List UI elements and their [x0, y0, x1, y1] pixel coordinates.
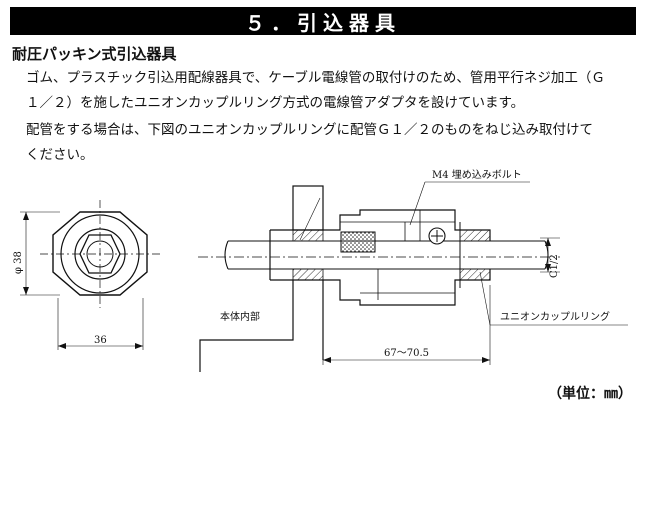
side-section-view: M4 埋め込みボルト 本体内部 ユニオンカップルリング C1/2 67～70.5 — [198, 169, 628, 372]
paragraph-1-line-1: ゴム、プラスチック引込用配線器具で、ケーブル電線管の取付けのため、管用平行ネジ加… — [26, 70, 605, 86]
paragraph-1-line-2: １／２）を施したユニオンカップルリング方式の電線管アダプタを設けています。 — [26, 95, 525, 111]
thread-size-label: C1/2 — [549, 254, 560, 278]
length-label: 67～70.5 — [384, 348, 429, 359]
subsection-heading: 耐圧パッキン式引込器具 — [12, 45, 177, 63]
paragraph-2-line-1: 配管をする場合は、下図のユニオンカップルリングに配管Ｇ１／２のものをねじ込み取付… — [26, 122, 593, 138]
end-view: φ 38 36 — [13, 200, 160, 350]
bolt-label: M4 埋め込みボルト — [432, 169, 522, 181]
union-ring-label: ユニオンカップルリング — [500, 310, 610, 323]
section-title: ５．引込器具 — [245, 10, 401, 35]
section-title-bar: ５．引込器具 — [10, 7, 636, 35]
description-paragraph-1: ゴム、プラスチック引込用配線器具で、ケーブル電線管の取付けのため、管用平行ネジ加… — [12, 66, 638, 116]
diameter-label: φ 38 — [13, 251, 24, 274]
paragraph-2-line-2: ください。 — [26, 147, 94, 163]
body-inner-label: 本体内部 — [220, 310, 260, 323]
rubber-packing — [340, 231, 376, 253]
width-label: 36 — [94, 335, 107, 346]
outer-octagon — [52, 211, 148, 296]
unit-note: （単位：㎜） — [548, 386, 632, 402]
description-paragraph-2: 配管をする場合は、下図のユニオンカップルリングに配管Ｇ１／２のものをねじ込み取付… — [12, 118, 638, 168]
fitting-drawing: φ 38 36 — [13, 169, 628, 372]
